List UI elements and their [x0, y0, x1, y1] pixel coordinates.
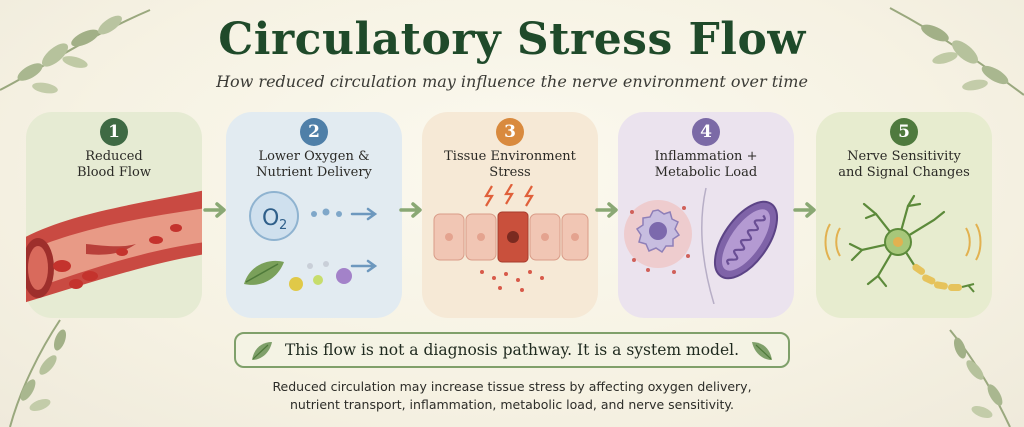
step-1-title-line2: Blood Flow — [77, 165, 151, 180]
step-4-badge: 4 — [692, 118, 720, 146]
page-subtitle: How reduced circulation may influence th… — [216, 72, 808, 91]
oxygen-symbol: O — [262, 206, 279, 231]
inflammation-mitochondria-icon — [624, 187, 779, 304]
footnote-line1: Reduced circulation may increase tissue … — [272, 379, 752, 394]
step-4-title: Inflammation + Metabolic Load — [624, 149, 788, 181]
footnote: Reduced circulation may increase tissue … — [0, 378, 1024, 414]
disclaimer-box: This flow is not a diagnosis pathway. It… — [234, 332, 790, 368]
blood-vessel-icon — [26, 190, 202, 303]
step-3-badge: 3 — [496, 118, 524, 146]
flow-arrow-2-to-3 — [399, 202, 422, 218]
step-2-badge: 2 — [300, 118, 328, 146]
step-4-title-line1: Inflammation + — [654, 149, 758, 164]
footnote-line2: nutrient transport, inflammation, metabo… — [290, 397, 734, 412]
leaf-decoration-top-left — [0, 9, 151, 94]
step-3-title-line1: Tissue Environment — [444, 149, 576, 164]
step-1-badge: 1 — [100, 118, 128, 146]
leaf-decoration-bottom-left — [9, 319, 67, 427]
tissue-stress-icon — [433, 184, 589, 292]
step-5-title-line1: Nerve Sensitivity — [847, 149, 961, 164]
step-1-title-line1: Reduced — [85, 149, 143, 164]
step-4-panel: 4 Inflammation + Metabolic Load — [618, 112, 794, 318]
step-5-badge: 5 — [890, 118, 918, 146]
step-2-title-line2: Nutrient Delivery — [256, 165, 372, 180]
flow-arrow-3-to-4 — [595, 202, 618, 218]
step-2-title: Lower Oxygen & Nutrient Delivery — [232, 149, 396, 181]
oxygen-nutrient-icon: O 2 — [244, 191, 378, 291]
disclaimer-text: This flow is not a diagnosis pathway. It… — [284, 341, 740, 359]
step-2-panel: 2 Lower Oxygen & Nutrient Delivery O 2 — [226, 112, 402, 318]
step-5-title: Nerve Sensitivity and Signal Changes — [822, 149, 986, 181]
leaf-icon-right — [752, 342, 772, 360]
step-5-panel: 5 Nerve Sensitivity and Signal Changes — [816, 112, 992, 318]
step-3-title: Tissue Environment Stress — [428, 149, 592, 181]
step-1-title: Reduced Blood Flow — [32, 149, 196, 181]
step-3-panel: 3 Tissue Environment Stress — [422, 112, 598, 318]
leaf-decoration-top-right — [889, 7, 1024, 96]
step-1-panel: 1 Reduced Blood Flow — [26, 112, 202, 318]
page-title: Circulatory Stress Flow — [218, 14, 806, 65]
step-2-title-line1: Lower Oxygen & — [258, 149, 370, 164]
leaf-decoration-bottom-right — [949, 329, 1011, 427]
nerve-cell-icon — [824, 194, 982, 293]
oxygen-subscript: 2 — [279, 218, 287, 233]
leaf-icon-left — [252, 342, 272, 360]
flow-arrow-4-to-5 — [793, 202, 816, 218]
step-5-title-line2: and Signal Changes — [838, 165, 970, 180]
flow-arrow-1-to-2 — [203, 202, 226, 218]
step-3-title-line2: Stress — [489, 165, 531, 180]
step-4-title-line2: Metabolic Load — [654, 165, 758, 180]
